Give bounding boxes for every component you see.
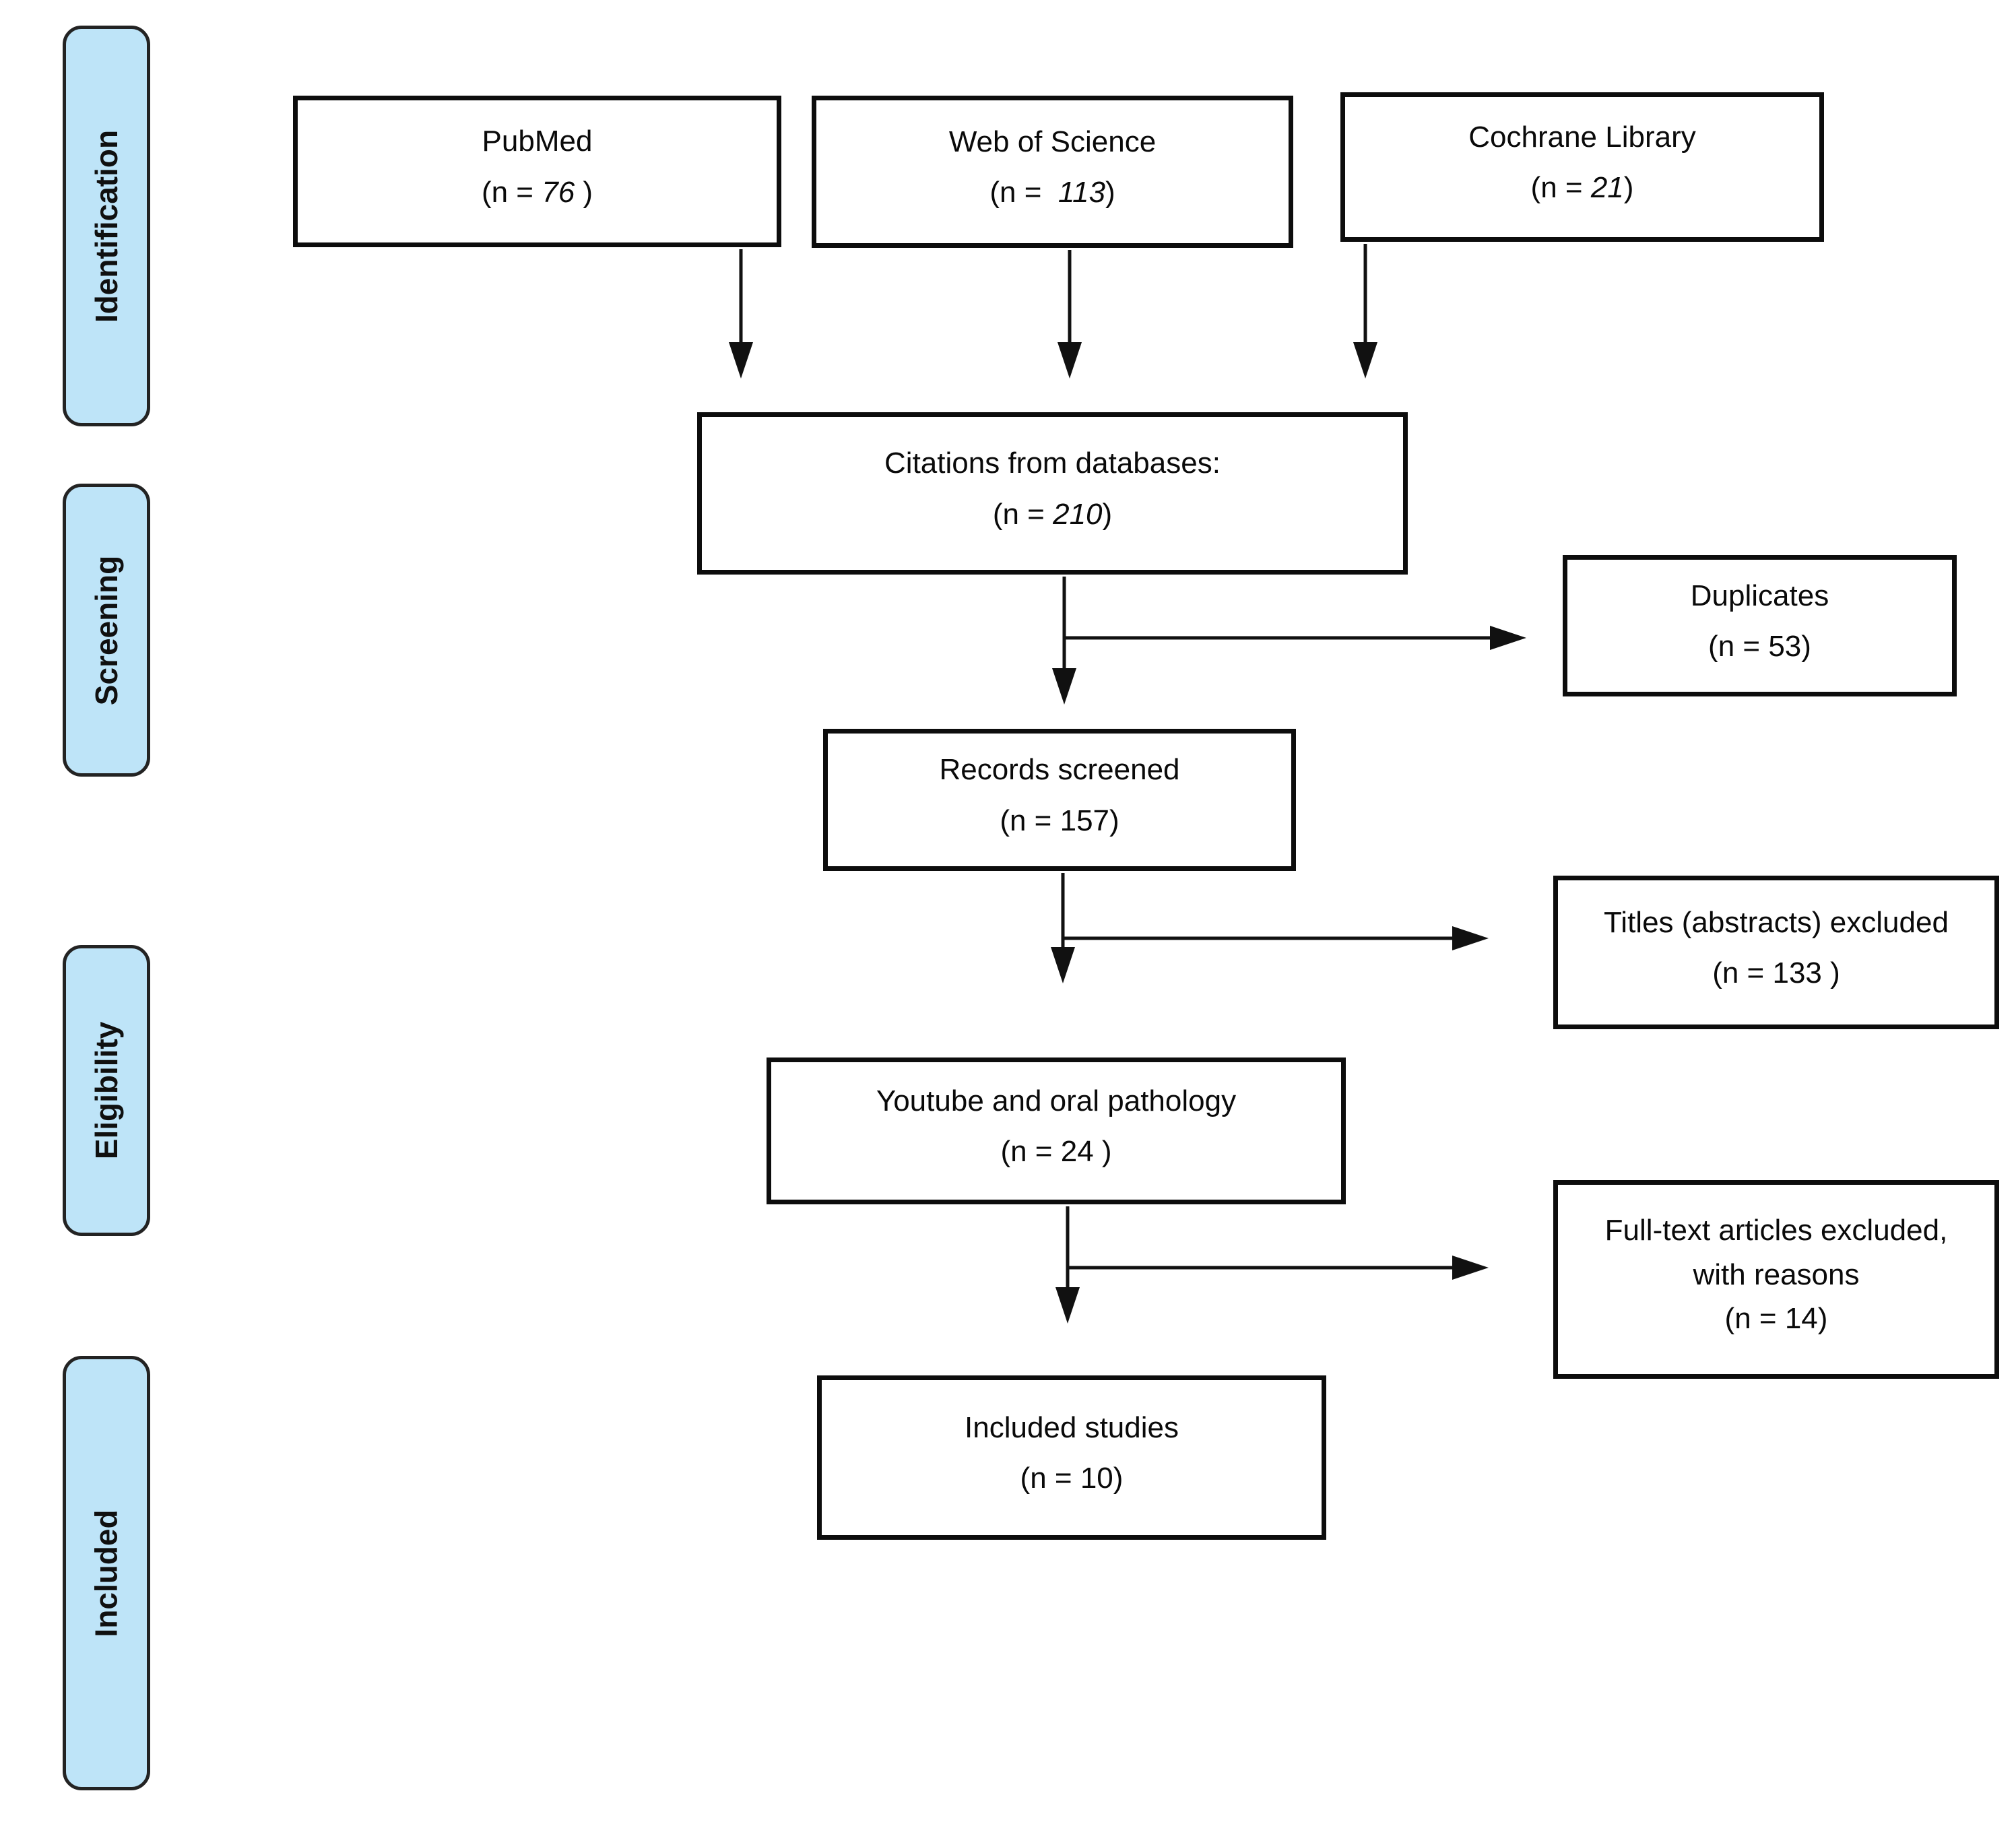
n-value: 157 <box>1060 804 1110 837</box>
node-cochrane-library-count: (n = 21) <box>1531 168 1634 207</box>
arrow-records-to-youtube <box>1051 873 1075 983</box>
node-duplicates: Duplicates (n = 53) <box>1563 555 1957 696</box>
stage-screening-label: Screening <box>89 555 125 705</box>
n-prefix: (n = <box>1000 1135 1061 1168</box>
n-prefix: (n = <box>1724 1302 1785 1336</box>
arrow-cochrane-to-citations <box>1353 244 1377 379</box>
stage-identification: Identification <box>63 26 150 426</box>
n-suffix: ) <box>575 175 593 209</box>
n-value: 53 <box>1768 630 1802 663</box>
node-records-screened-title: Records screened <box>939 753 1180 787</box>
stage-eligibility-label: Eligibility <box>89 1021 124 1160</box>
node-web-of-science-count: (n = 113) <box>989 172 1115 212</box>
n-suffix: ) <box>1623 171 1634 204</box>
arrow-youtube-to-included <box>1055 1206 1080 1324</box>
node-youtube-count: (n = 24 ) <box>1000 1132 1111 1171</box>
node-citations-title: Citations from databases: <box>884 447 1221 480</box>
n-suffix: ) <box>1105 176 1115 209</box>
arrow-pubmed-to-citations <box>729 249 753 379</box>
stage-eligibility: Eligibility <box>63 945 150 1236</box>
n-prefix: (n = <box>989 176 1058 209</box>
node-pubmed-count: (n = 76 ) <box>482 172 593 212</box>
n-prefix: (n = <box>1020 1462 1080 1495</box>
node-fulltext-excluded-title2: with reasons <box>1693 1258 1860 1291</box>
node-web-of-science-title: Web of Science <box>948 125 1157 158</box>
n-suffix: ) <box>1093 1135 1112 1168</box>
n-value: 21 <box>1590 171 1624 204</box>
node-titles-excluded-title: Titles (abstracts) excluded <box>1604 905 1949 939</box>
n-value: 133 <box>1772 956 1822 989</box>
arrow-citations-to-records <box>1052 577 1076 705</box>
stage-screening: Screening <box>63 484 150 777</box>
node-fulltext-excluded-count: (n = 14) <box>1725 1299 1828 1338</box>
node-citations-count: (n = 210) <box>993 494 1112 534</box>
n-suffix: ) <box>1113 1462 1124 1495</box>
n-prefix: (n = <box>481 175 542 209</box>
n-suffix: ) <box>1801 630 1811 663</box>
node-fulltext-excluded-title: Full-text articles excluded, <box>1604 1214 1948 1247</box>
node-web-of-science: Web of Science (n = 113) <box>812 96 1293 248</box>
n-value: 10 <box>1080 1462 1113 1495</box>
node-duplicates-title: Duplicates <box>1690 579 1829 612</box>
node-pubmed-title: PubMed <box>482 125 593 158</box>
node-included-studies-title: Included studies <box>965 1410 1179 1444</box>
stage-included: Included <box>63 1356 150 1790</box>
node-fulltext-articles-excluded: Full-text articles excluded, with reason… <box>1553 1180 1999 1379</box>
node-youtube-and-oral-pathology: Youtube and oral pathology (n = 24 ) <box>767 1058 1346 1204</box>
arrow-youtube-to-fulltext-excluded <box>1068 1256 1489 1280</box>
n-prefix: (n = <box>1708 630 1769 663</box>
n-value: 24 <box>1060 1135 1094 1168</box>
node-youtube-title: Youtube and oral pathology <box>876 1084 1237 1117</box>
n-value: 210 <box>1053 497 1103 531</box>
node-records-screened: Records screened (n = 157) <box>823 729 1296 871</box>
node-pubmed: PubMed (n = 76 ) <box>293 96 781 247</box>
node-cochrane-library-title: Cochrane Library <box>1468 120 1696 154</box>
node-included-studies-count: (n = 10) <box>1020 1458 1124 1498</box>
n-suffix: ) <box>1817 1302 1828 1336</box>
n-value: 113 <box>1058 176 1105 209</box>
stage-included-label: Included <box>89 1509 124 1637</box>
node-titles-abstracts-excluded: Titles (abstracts) excluded (n = 133 ) <box>1553 876 1999 1029</box>
n-prefix: (n = <box>1000 804 1060 837</box>
n-suffix: ) <box>1821 956 1840 989</box>
node-records-screened-count: (n = 157) <box>1000 801 1119 841</box>
n-value: 14 <box>1784 1302 1818 1336</box>
n-prefix: (n = <box>992 497 1053 531</box>
arrow-web-of-science-to-citations <box>1058 250 1082 379</box>
node-duplicates-count: (n = 53) <box>1708 626 1811 666</box>
arrow-citations-to-duplicates <box>1064 626 1526 650</box>
node-included-studies: Included studies (n = 10) <box>817 1375 1326 1540</box>
n-value: 76 <box>542 175 575 209</box>
node-titles-excluded-count: (n = 133 ) <box>1712 953 1840 993</box>
node-citations-from-databases: Citations from databases: (n = 210) <box>697 412 1408 575</box>
arrow-records-to-titles-excluded <box>1063 926 1489 950</box>
n-suffix: ) <box>1102 497 1113 531</box>
n-suffix: ) <box>1109 804 1119 837</box>
stage-identification-label: Identification <box>89 129 125 323</box>
n-prefix: (n = <box>1530 171 1591 204</box>
n-prefix: (n = <box>1712 956 1773 989</box>
node-cochrane-library: Cochrane Library (n = 21) <box>1340 92 1824 242</box>
